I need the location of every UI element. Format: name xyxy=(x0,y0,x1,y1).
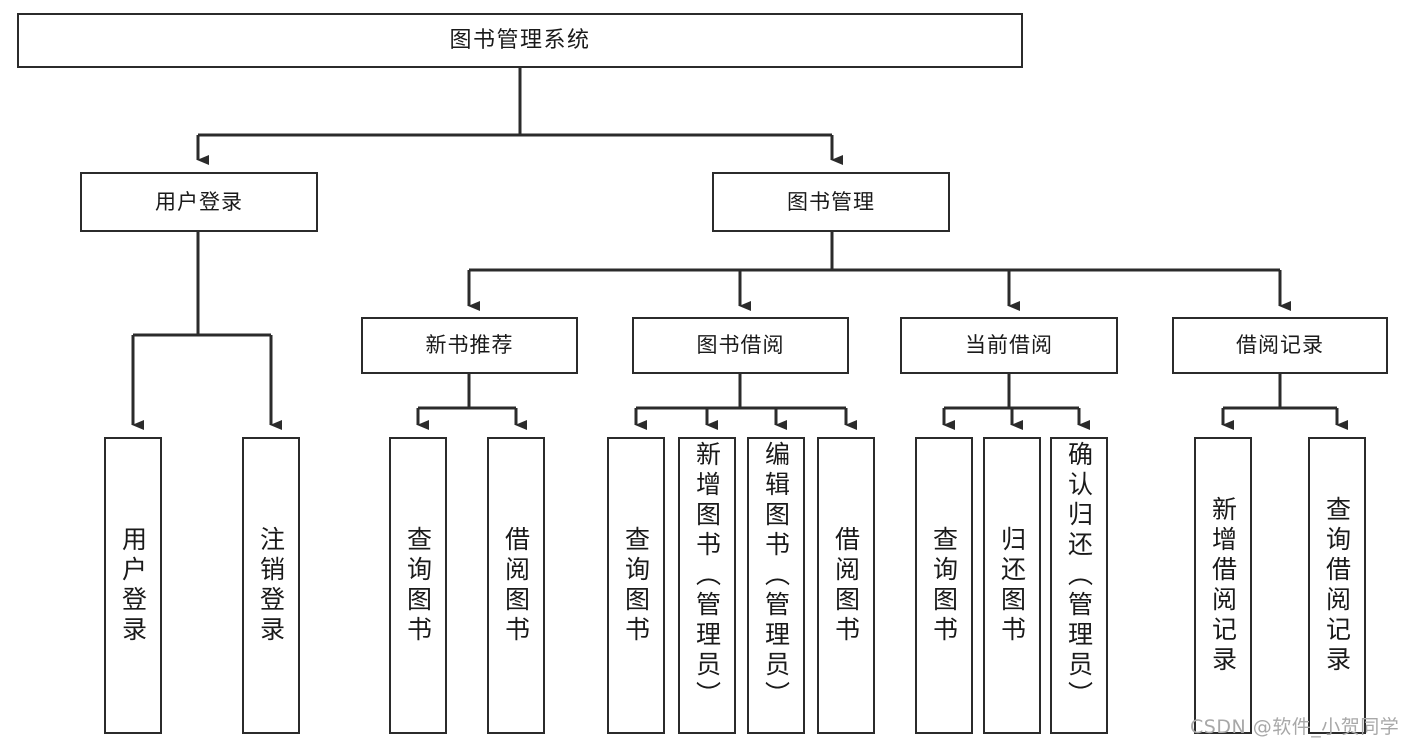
node-label: 图书借阅 xyxy=(696,333,785,358)
leaf-label: 用户登录 xyxy=(118,525,148,646)
leaf-current-query-book[interactable]: 查询图书 xyxy=(915,437,973,734)
node-current-borrow[interactable]: 当前借阅 xyxy=(900,317,1118,374)
leaf-label: 编辑图书（管理员） xyxy=(761,441,791,711)
leaf-label: 借阅图书 xyxy=(831,525,861,646)
node-label: 新书推荐 xyxy=(425,333,514,358)
node-new-book-recommend[interactable]: 新书推荐 xyxy=(361,317,578,374)
node-label: 图书管理 xyxy=(787,189,875,214)
node-label: 借阅记录 xyxy=(1236,333,1324,358)
node-borrow-record[interactable]: 借阅记录 xyxy=(1172,317,1388,374)
leaf-label: 确认归还（管理员） xyxy=(1064,441,1094,711)
node-book-management[interactable]: 图书管理 xyxy=(712,172,950,232)
leaf-current-return-book[interactable]: 归还图书 xyxy=(983,437,1041,734)
leaf-label: 查询借阅记录 xyxy=(1322,495,1352,676)
watermark: CSDN @软件_小贺同学 xyxy=(1190,716,1400,738)
leaf-label: 借阅图书 xyxy=(501,525,531,646)
leaf-user-login-logout[interactable]: 注销登录 xyxy=(242,437,300,734)
leaf-recommend-borrow-book[interactable]: 借阅图书 xyxy=(487,437,545,734)
node-label: 用户登录 xyxy=(155,189,243,214)
leaf-record-add-record[interactable]: 新增借阅记录 xyxy=(1194,437,1252,734)
leaf-borrow-add-book-admin[interactable]: 新增图书（管理员） xyxy=(678,437,736,734)
node-root-system[interactable]: 图书管理系统 xyxy=(17,13,1023,68)
node-book-borrow[interactable]: 图书借阅 xyxy=(632,317,849,374)
leaf-record-query-record[interactable]: 查询借阅记录 xyxy=(1308,437,1366,734)
leaf-label: 查询图书 xyxy=(621,525,651,646)
leaf-label: 新增借阅记录 xyxy=(1208,495,1238,676)
leaf-label: 注销登录 xyxy=(256,525,286,646)
leaf-borrow-query-book[interactable]: 查询图书 xyxy=(607,437,665,734)
leaf-label: 查询图书 xyxy=(929,525,959,646)
leaf-borrow-edit-book-admin[interactable]: 编辑图书（管理员） xyxy=(747,437,805,734)
leaf-recommend-query-book[interactable]: 查询图书 xyxy=(389,437,447,734)
leaf-borrow-borrow-book[interactable]: 借阅图书 xyxy=(817,437,875,734)
leaf-user-login-login[interactable]: 用户登录 xyxy=(104,437,162,734)
leaf-label: 新增图书（管理员） xyxy=(692,441,722,711)
leaf-current-confirm-return-admin[interactable]: 确认归还（管理员） xyxy=(1050,437,1108,734)
node-label: 图书管理系统 xyxy=(449,27,591,53)
node-user-login[interactable]: 用户登录 xyxy=(80,172,318,232)
leaf-label: 归还图书 xyxy=(997,525,1027,646)
node-label: 当前借阅 xyxy=(965,333,1053,358)
leaf-label: 查询图书 xyxy=(403,525,433,646)
